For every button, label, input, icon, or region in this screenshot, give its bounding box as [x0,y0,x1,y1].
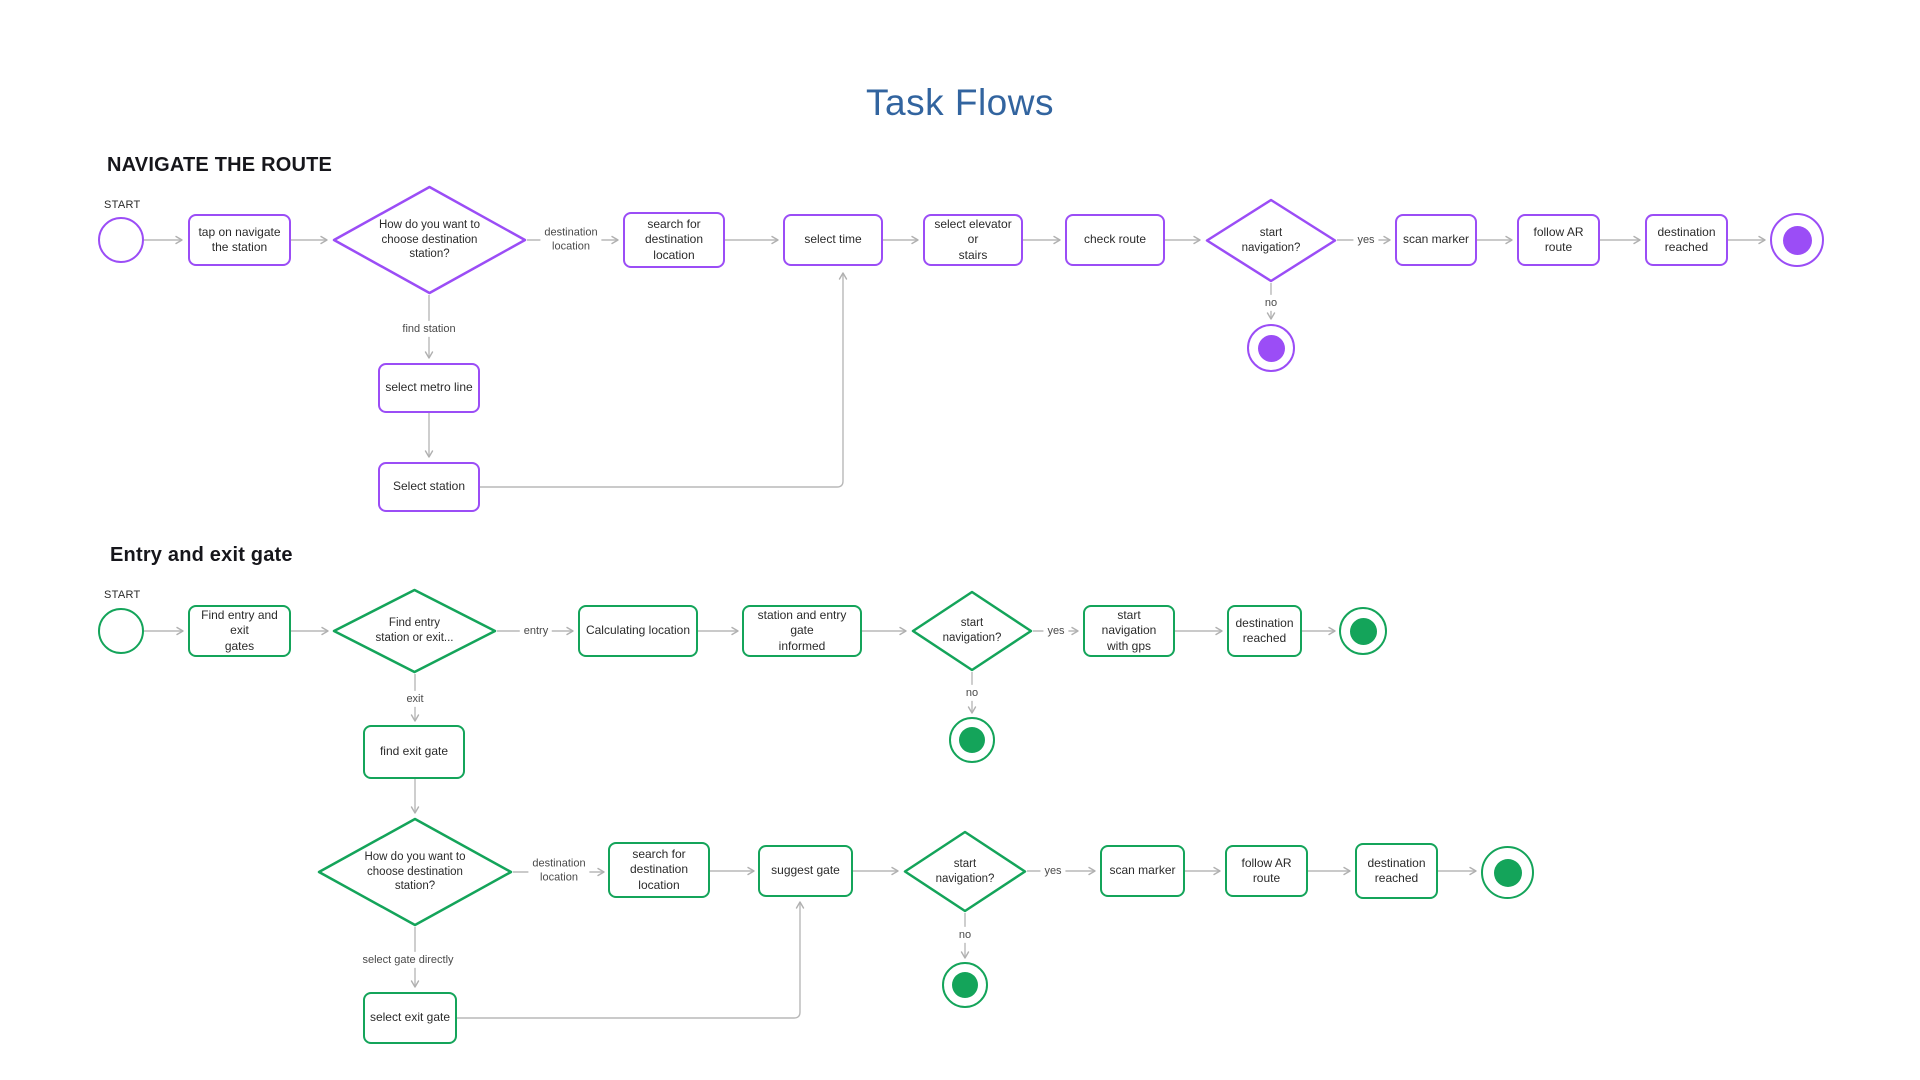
flow1-node-select-station: Select station [378,462,480,512]
node-label: How do you want to choose destination st… [364,850,466,893]
flow1-node-check-route: check route [1065,214,1165,266]
flow1-node-follow-ar: follow AR route [1517,214,1600,266]
end-node-dot [1257,334,1285,362]
flow1-start-label: START [104,199,141,211]
flow2-heading: Entry and exit gate [110,544,293,566]
flow1-decision-start-navigation: start navigation? [1205,198,1337,283]
flow1-decision-choose-destination: How do you want to choose destination st… [332,185,527,295]
node-label: search for destination location [629,846,689,892]
diamond-shape [903,830,1027,913]
flow1-end-node-no [1247,324,1295,372]
diamond-shape [911,590,1033,672]
node-label: follow AR route [1533,224,1584,254]
flow2-node-calculating-location: Calculating location [578,605,698,657]
flow1-node-search-destination: search for destination location [623,212,725,268]
node-label: Calculating location [585,623,691,638]
node-label: Select station [392,479,466,494]
flow2-decision-entry-or-exit: Find entry station or exit... [332,588,497,674]
flow2-node-find-exit-gate: find exit gate [363,725,465,779]
flow2-node-destination-reached-2: destination reached [1355,843,1438,899]
flow2-decision-start-navigation-1: start navigation? [911,590,1033,672]
node-label: tap on navigate the station [198,224,281,254]
diamond-shape [317,817,513,927]
node-label: Find entry and exit gates [201,607,278,653]
flow1-end-node [1770,213,1824,267]
edge-selectexit-to-suggest [457,901,805,1019]
node-label: start navigation? [1241,226,1301,254]
flow1-node-select-time: select time [783,214,883,266]
diamond-shape [332,588,497,674]
node-label: scan marker [1109,863,1176,878]
edge-station-to-time [480,272,848,488]
end-node-dot [1493,858,1522,887]
node-label: select exit gate [369,1010,451,1025]
flow2-decision-choose-destination: How do you want to choose destination st… [317,817,513,927]
edge-label-yes: yes [1353,231,1379,249]
end-node-dot [952,972,978,998]
flow2-end-node-no-1 [949,717,995,763]
flow2-end-node-1 [1339,607,1387,655]
edge-label-yes-2: yes [1040,862,1066,880]
node-label: Find entry station or exit... [375,617,454,644]
node-label: How do you want to choose destination st… [378,218,480,261]
node-label: find exit gate [379,744,449,759]
node-label: start navigation? [942,617,1002,644]
flow1-node-destination-reached: destination reached [1645,214,1728,266]
flow2-start-label: START [104,589,141,601]
node-label: destination reached [1367,855,1426,885]
edge-label-no-2: no [954,926,976,944]
node-label: start navigation with gps [1101,607,1157,653]
page-title: Task Flows [866,82,1054,123]
edge-label-yes-1: yes [1043,622,1069,640]
flow1-node-tap-navigate: tap on navigate the station [188,214,291,266]
flow2-node-scan-marker: scan marker [1100,845,1185,897]
flow2-end-node-no-2 [942,962,988,1008]
edge-label-find-station: find station [398,320,460,338]
end-node-dot [1349,617,1377,645]
node-label: search for destination location [644,216,704,262]
flow2-node-suggest-gate: suggest gate [758,845,853,897]
edge-label-exit: exit [402,690,428,708]
edge-label-destination-location: destination location [540,224,602,256]
edge-label-destination-location-2: destination location [528,855,590,887]
flow2-node-find-gates: Find entry and exit gates [188,605,291,657]
flow2-start-node [98,608,144,654]
flow2-end-node-2 [1481,846,1534,899]
node-label: destination reached [1235,615,1294,645]
flow1-start-node [98,217,144,263]
node-label: select metro line [385,380,473,395]
flow2-node-start-gps: start navigation with gps [1083,605,1175,657]
node-label: follow AR route [1241,855,1292,885]
diamond-shape [1205,198,1337,283]
node-label: destination reached [1657,224,1716,254]
edge-label-no: no [1260,294,1282,312]
flow1-node-select-metro: select metro line [378,363,480,413]
flow2-node-station-informed: station and entry gate informed [742,605,862,657]
diamond-shape [332,185,527,295]
edge-label-no-1: no [961,684,983,702]
node-label: check route [1083,232,1147,247]
flow1-heading: NAVIGATE THE ROUTE [107,154,333,176]
node-label: select time [804,232,862,247]
flow2-node-follow-ar: follow AR route [1225,845,1308,897]
flow1-node-scan-marker: scan marker [1395,214,1477,266]
edge-label-entry: entry [519,622,553,640]
end-node-dot [959,727,985,753]
node-label: select elevator or stairs [934,216,1012,262]
node-label: suggest gate [771,863,840,878]
flow2-decision-start-navigation-2: start navigation? [903,830,1027,913]
flow2-node-search-destination: search for destination location [608,842,710,898]
edge-label-select-gate-directly: select gate directly [358,951,458,969]
node-label: scan marker [1402,232,1470,247]
end-node-dot [1782,225,1812,255]
flow2-node-select-exit-gate: select exit gate [363,992,457,1044]
node-label: station and entry gate informed [757,607,847,653]
flow2-node-destination-reached-1: destination reached [1227,605,1302,657]
node-label: start navigation? [935,857,995,885]
flow1-node-select-elevator: select elevator or stairs [923,214,1023,266]
